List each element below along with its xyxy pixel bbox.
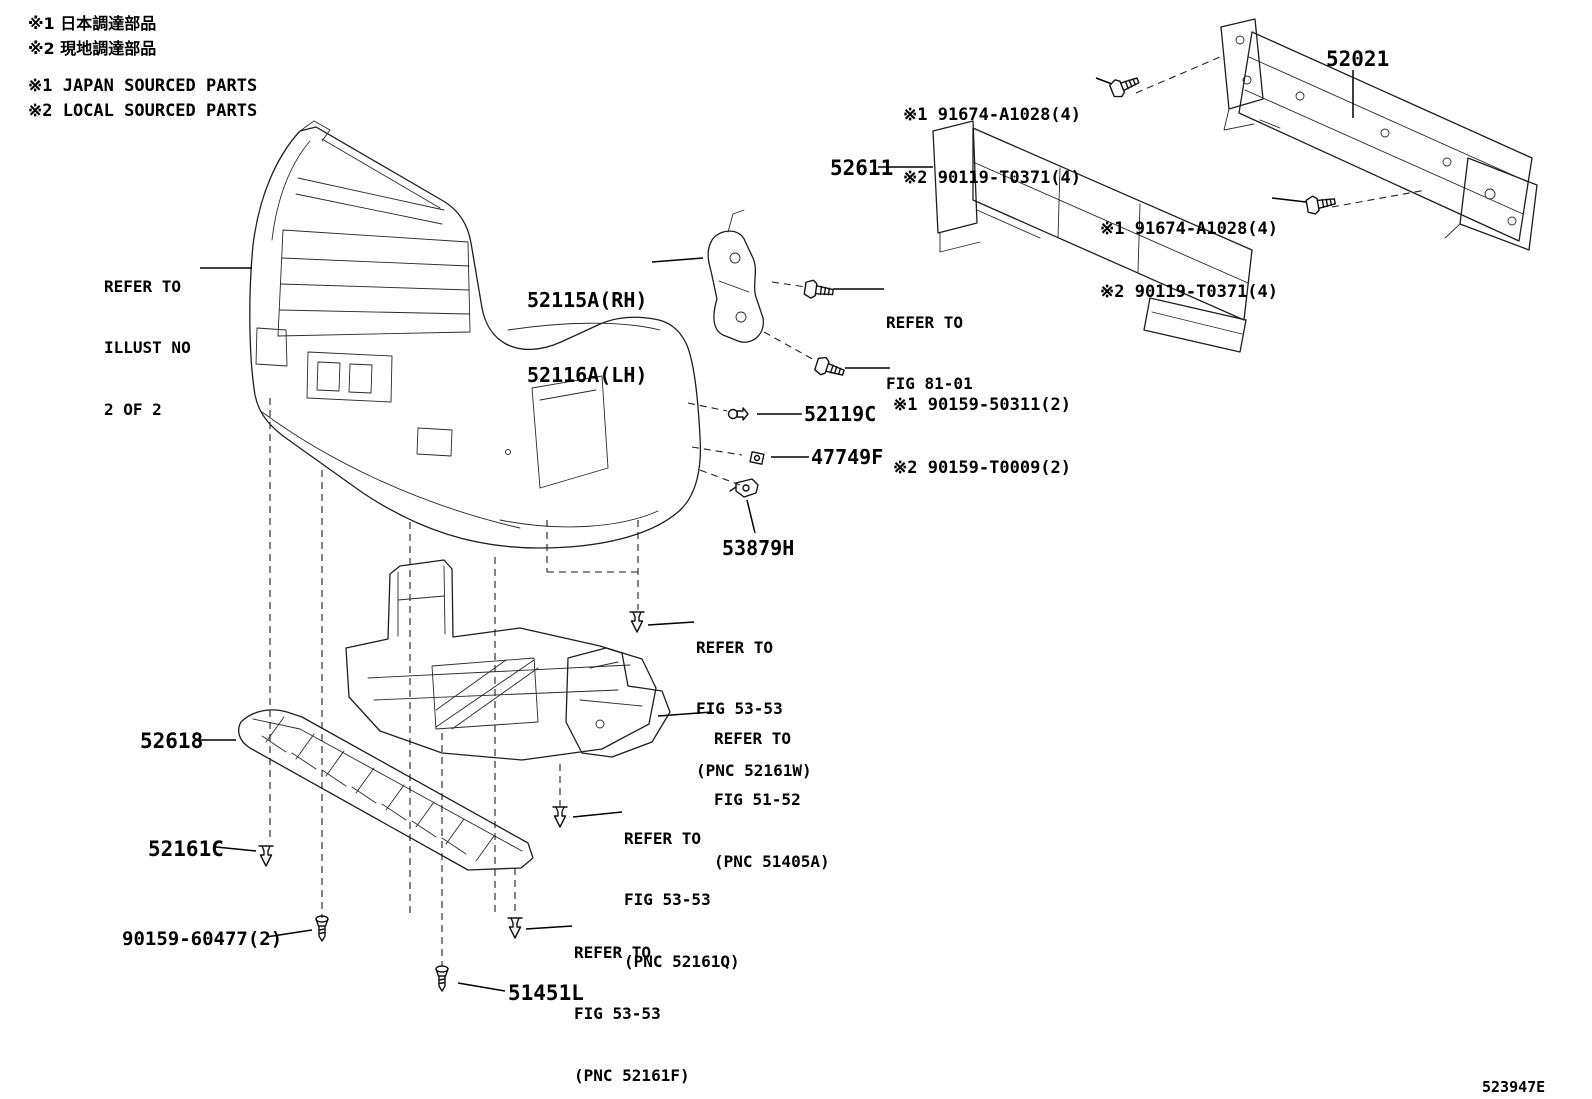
ref-line: FIG 81-01: [886, 374, 973, 394]
ref-line: 2 OF 2: [104, 399, 162, 419]
part-label-52115a: 52115A(RH): [527, 288, 648, 312]
fastener-top-line2: ※2 90119-T0371(4): [903, 167, 1082, 188]
part-label-51451l: 51451L: [508, 981, 584, 1005]
part-label-52021: 52021: [1326, 47, 1390, 71]
legend-en-line1: ※1 JAPAN SOURCED PARTS: [28, 76, 258, 96]
fastener-top-line1: ※1 91674-A1028(4): [903, 105, 1082, 126]
fastener-grommet-line2: ※2 90159-T0009(2): [893, 457, 1072, 478]
ref-fig-81-01: REFER TO FIG 81-01: [886, 272, 973, 436]
bumper-cover-drawing: [250, 121, 701, 548]
ref-line: REFER TO: [624, 828, 702, 848]
retainer-clip-icon: [729, 408, 749, 420]
projection-lines: [270, 57, 1426, 966]
side-bracket-drawing: [708, 210, 763, 342]
ref-line: REFER TO: [696, 637, 774, 657]
pin-clip-icon: [507, 917, 523, 939]
leader-lines: [196, 70, 1353, 991]
ref-fig-51-52-51405a: REFER TO FIG 51-52 (PNC 51405A): [714, 688, 830, 913]
legend-en-line2: ※2 LOCAL SOURCED PARTS: [28, 100, 258, 121]
ref-line: FIG 53-53: [624, 890, 711, 910]
fastener-grommet-line1: ※1 90159-50311(2): [893, 395, 1072, 416]
ref-illust-no-2of2: REFER TO ILLUST NO 2 OF 2: [104, 236, 191, 461]
absorber-drawing: [933, 121, 1252, 352]
bolt-icon: [1304, 191, 1338, 216]
upper-reinforcement-drawing: [1221, 19, 1537, 250]
fastener-mid-line2: ※2 90119-T0371(4): [1100, 281, 1279, 302]
side-under-cover-drawing: [566, 648, 670, 757]
fastener-icons: [258, 71, 1338, 992]
ref-fig-53-53-52161f: REFER TO FIG 53-53 (PNC 52161F): [574, 902, 690, 1099]
part-label-47749f: 47749F: [811, 445, 884, 469]
ref-line: REFER TO: [574, 942, 652, 962]
ref-line: FIG 53-53: [574, 1004, 661, 1024]
screw-icon: [435, 965, 449, 992]
legend-japanese: ※1 日本調達部品 ※2 現地調達部品: [28, 12, 156, 62]
fastener-label-mid: ※1 91674-A1028(4) ※2 90119-T0371(4): [1100, 178, 1278, 344]
ref-line: (PNC 52161W): [696, 760, 812, 780]
legend-jp-line1: ※1 日本調達部品: [28, 14, 157, 33]
screw-icon: [315, 915, 329, 942]
legend-jp-line2: ※2 現地調達部品: [28, 38, 157, 58]
part-label-90159-60477: 90159-60477(2): [122, 928, 283, 950]
part-label-52618: 52618: [140, 729, 204, 753]
pin-clip-icon: [258, 845, 274, 867]
ref-line: (PNC 52161F): [574, 1065, 690, 1085]
ref-line: FIG 51-52: [714, 790, 801, 810]
nut-icon: [750, 452, 764, 464]
ref-fig-53-53-52161q: REFER TO FIG 53-53 (PNC 52161Q): [624, 788, 740, 1013]
part-label-52611: 52611: [830, 156, 894, 180]
ref-line: REFER TO: [104, 276, 182, 296]
pin-clip-icon: [629, 611, 645, 633]
fastener-label-top: ※1 91674-A1028(4) ※2 90119-T0371(4): [903, 64, 1081, 230]
screw-grommet-icon: [813, 354, 847, 382]
fastener-mid-line1: ※1 91674-A1028(4): [1100, 219, 1279, 240]
diagram-code: 523947E: [1482, 1078, 1546, 1096]
small-bracket-icon: [730, 479, 758, 497]
part-label-52119c: 52119C: [804, 402, 877, 426]
ref-line: FIG 53-53: [696, 699, 783, 719]
legend-english: ※1 JAPAN SOURCED PARTS ※2 LOCAL SOURCED …: [28, 74, 257, 123]
ref-line: REFER TO: [886, 312, 964, 332]
pin-clip-icon: [552, 806, 568, 828]
part-label-52115a-52116a: 52115A(RH) 52116A(LH): [527, 238, 647, 438]
ref-line: (PNC 51405A): [714, 851, 830, 871]
part-label-52161c: 52161C: [148, 837, 224, 861]
part-label-53879h: 53879H: [722, 536, 795, 560]
ref-line: ILLUST NO: [104, 338, 191, 358]
bolt-icon: [803, 278, 835, 302]
ref-line: REFER TO: [714, 728, 792, 748]
ref-line: (PNC 52161Q): [624, 951, 740, 971]
part-label-52116a: 52116A(LH): [527, 363, 648, 387]
fastener-label-grommet: ※1 90159-50311(2) ※2 90159-T0009(2): [893, 354, 1071, 520]
ref-fig-53-53-52161w: REFER TO FIG 53-53 (PNC 52161W): [696, 597, 812, 822]
under-cover-drawing: [346, 560, 656, 760]
bolt-icon: [1107, 71, 1142, 100]
lower-cover-drawing: [239, 710, 533, 870]
